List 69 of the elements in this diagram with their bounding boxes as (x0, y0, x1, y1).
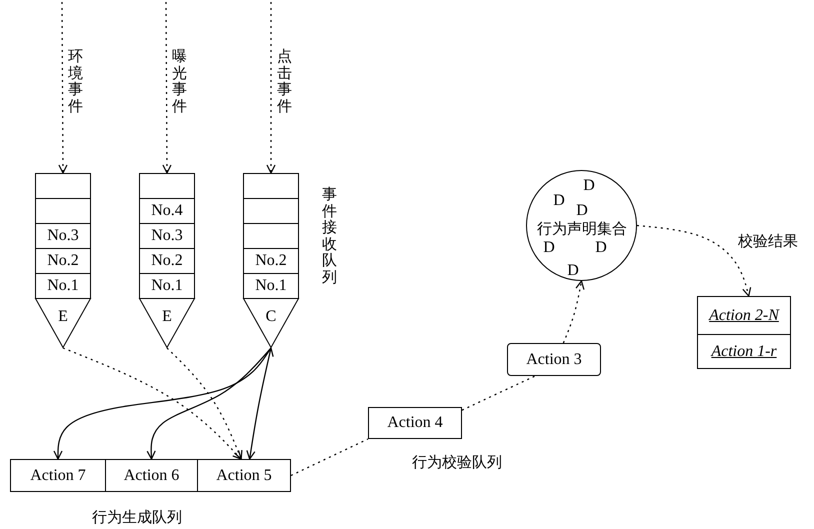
queue-slot (35, 248, 91, 274)
action-name: Action 7 (30, 466, 86, 484)
event-number: No.2 (255, 252, 287, 270)
edge-label: 曝光事件 (172, 48, 187, 114)
action-box (105, 459, 198, 492)
queue-slot (139, 173, 195, 199)
result-cell (697, 296, 791, 335)
queue-slot (35, 198, 91, 224)
action-box (507, 343, 601, 376)
queue-slot (139, 223, 195, 249)
queue-caption: 事件接收队列 (322, 186, 337, 285)
event-number: No.1 (47, 277, 79, 295)
queue-slot (139, 248, 195, 274)
queue-slot (243, 223, 299, 249)
action-box (10, 459, 106, 492)
queue-slot (35, 273, 91, 299)
arrow (146, 348, 272, 460)
action-name: Action 6 (124, 466, 180, 484)
action-name: Action 3 (526, 350, 582, 368)
event-number: No.2 (151, 252, 183, 270)
event-number: No.3 (47, 227, 79, 245)
event-number: No.4 (151, 202, 183, 220)
action-box (368, 407, 462, 439)
event-number: No.3 (151, 227, 183, 245)
queue-type-letter: C (266, 308, 276, 326)
event-number: No.1 (255, 277, 287, 295)
queue-slot (35, 223, 91, 249)
connector-line (462, 375, 536, 411)
result-cell (697, 334, 791, 369)
queue-slot (139, 198, 195, 224)
queue-slot (243, 248, 299, 274)
declaration-letter: D (543, 239, 555, 257)
queue-pointer-triangle (139, 298, 195, 348)
declaration-letter: D (553, 192, 565, 210)
event-number: No.1 (151, 277, 183, 295)
arrow (62, 347, 242, 460)
edge-label: 点击事件 (277, 48, 292, 114)
action-name: Action 5 (216, 466, 272, 484)
queue-slot (35, 173, 91, 199)
arrow (162, 2, 172, 174)
arrow (266, 2, 276, 174)
queue-slot (243, 273, 299, 299)
queue-caption: 行为生成队列 (92, 508, 182, 527)
arrow (562, 280, 585, 344)
arrow (58, 2, 68, 174)
arrow (166, 348, 242, 460)
queue-slot (243, 173, 299, 199)
action-result: Action 1-r (711, 342, 777, 360)
action-result: Action 2-N (709, 306, 779, 324)
queue-slot (139, 273, 195, 299)
declaration-letter: D (576, 202, 588, 220)
action-name: Action 4 (387, 414, 443, 432)
action-box (197, 459, 291, 492)
queue-pointer-triangle (35, 298, 91, 348)
arrow (246, 347, 274, 460)
set-name: 行为声明集合 (537, 220, 627, 238)
declaration-letter: D (567, 262, 579, 280)
declaration-letter: D (595, 239, 607, 257)
arrow (636, 224, 752, 297)
connector-line (290, 438, 368, 476)
edge-label: 环境事件 (68, 48, 83, 114)
queue-type-letter: E (58, 308, 68, 326)
queue-slot (243, 198, 299, 224)
queue-caption: 行为校验队列 (412, 453, 502, 472)
edge-label: 校验结果 (738, 232, 798, 251)
declaration-letter: D (583, 177, 595, 195)
queue-pointer-triangle (243, 298, 299, 348)
event-number: No.2 (47, 252, 79, 270)
queue-type-letter: E (162, 308, 172, 326)
